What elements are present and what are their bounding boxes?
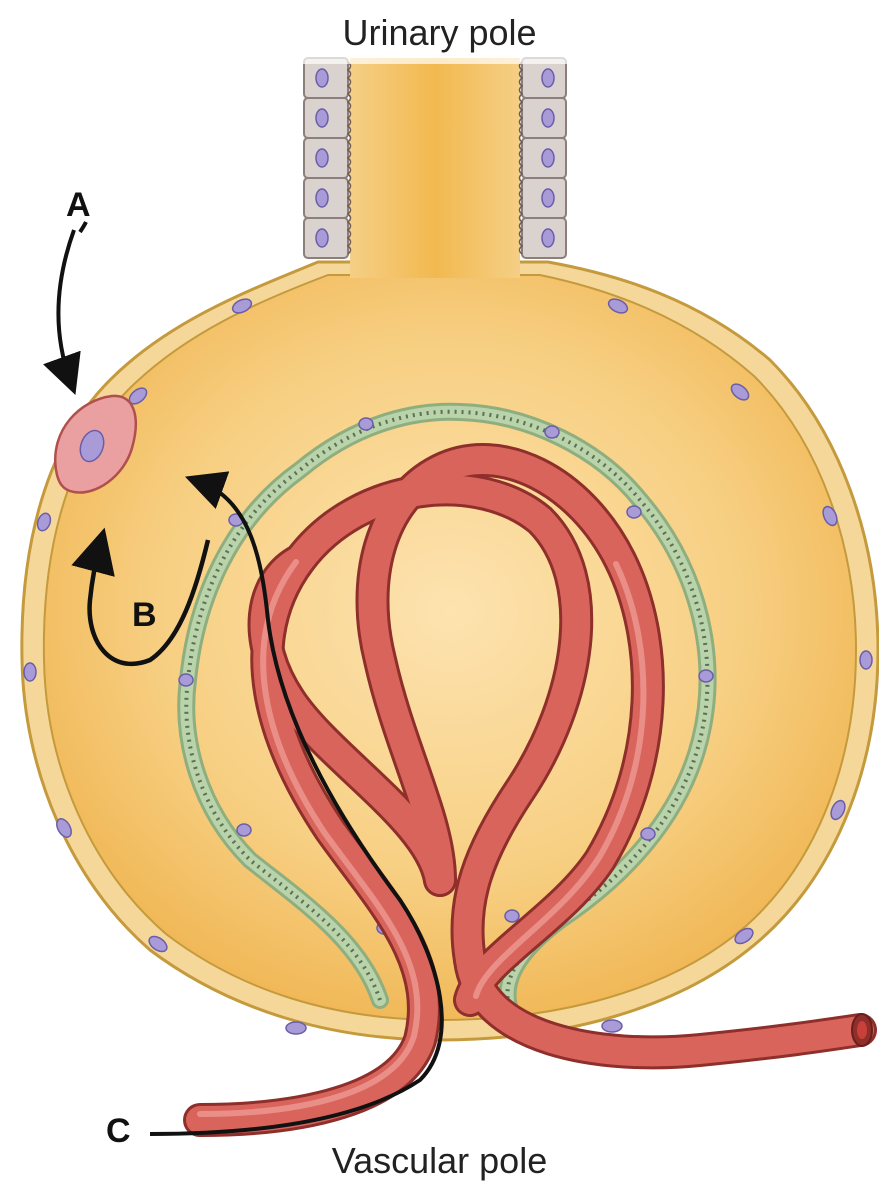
label-c: C <box>106 1112 131 1151</box>
parietal-cell-nucleus <box>860 651 872 669</box>
bowman-capsule <box>22 262 878 1040</box>
label-a: A <box>66 186 91 225</box>
parietal-cell-nucleus <box>286 1022 306 1034</box>
tubule-wall-right <box>520 58 567 258</box>
proximal-tubule <box>300 40 570 278</box>
parietal-cell-nucleus <box>24 663 36 681</box>
urinary-pole-label: Urinary pole <box>0 12 879 54</box>
parietal-cell-nucleus <box>602 1020 622 1032</box>
tubule-wall-left <box>304 58 351 258</box>
label-b: B <box>132 596 157 635</box>
arrow-a <box>58 222 86 380</box>
vascular-pole-label: Vascular pole <box>0 1140 879 1182</box>
